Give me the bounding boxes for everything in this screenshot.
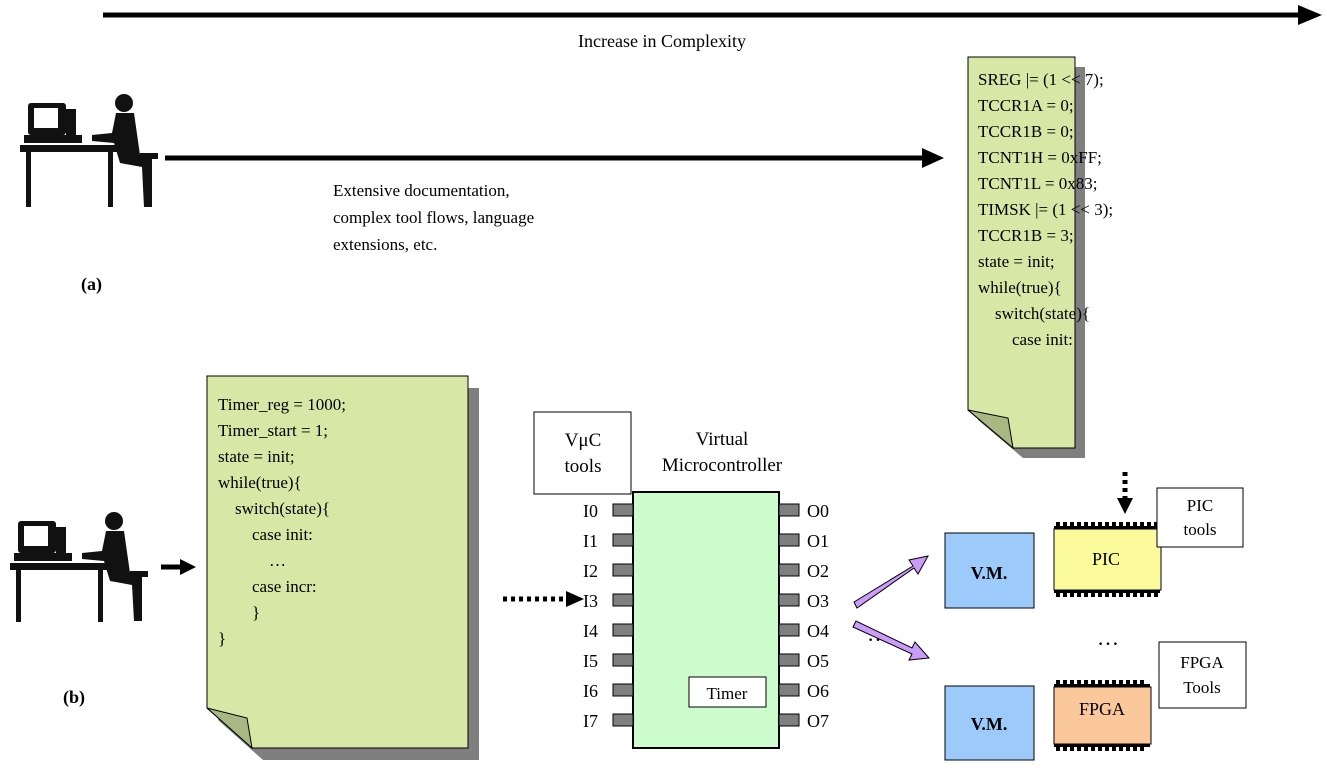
code-b-line: Timer_start = 1; — [218, 421, 328, 440]
output-pin-label: O0 — [807, 501, 829, 521]
code-b-line: switch(state){ — [218, 499, 330, 518]
input-pin-label: I6 — [583, 681, 598, 701]
code-paper-a — [967, 56, 1085, 458]
panel-label-a: (a) — [81, 274, 102, 295]
input-pin-label: I7 — [583, 711, 598, 731]
output-pin-label: O6 — [807, 681, 829, 701]
output-pin — [778, 503, 800, 517]
input-pin-label: I3 — [583, 591, 598, 611]
code-a-line: TCCR1B = 3; — [978, 226, 1074, 245]
pic-chip-label: PIC — [1092, 549, 1120, 569]
purple-arrow-down — [852, 620, 931, 661]
output-pin-label: O7 — [807, 711, 829, 731]
timer-box — [688, 676, 767, 708]
output-pin — [778, 533, 800, 547]
purple-arrow-up — [853, 555, 929, 609]
pic-tools-line1: PIC — [1187, 496, 1213, 515]
input-pin-label: I1 — [583, 531, 598, 551]
code-b-line: Timer_reg = 1000; — [218, 395, 346, 414]
input-pin — [612, 563, 634, 577]
mcu-title-line1: Virtual — [696, 429, 749, 450]
code-block-a: SREG |= (1 << 7); TCCR1A = 0; TCCR1B = 0; T… — [978, 70, 1113, 349]
code-a-line: SREG |= (1 << 7); — [978, 70, 1104, 89]
complexity-arrow — [103, 5, 1322, 25]
vuc-tools-line1: VμC — [565, 430, 602, 451]
vuc-tools-line2: tools — [565, 456, 602, 477]
code-a-line: TCCR1A = 0; — [978, 96, 1074, 115]
dotted-arrow-to-mcu — [503, 591, 584, 607]
output-pin-label: O1 — [807, 531, 829, 551]
programmer-icon-b — [10, 512, 148, 622]
arrow-a — [165, 148, 944, 168]
code-a-line: TIMSK |= (1 << 3); — [978, 200, 1113, 219]
pic-tools-box — [1156, 487, 1244, 548]
code-b-line: case init: — [218, 525, 313, 544]
fpga-chip — [1053, 686, 1152, 745]
input-pin-label: I2 — [583, 561, 598, 581]
code-a-line: switch(state){ — [978, 304, 1090, 323]
panel-label-b: (b) — [63, 687, 85, 708]
code-b-line: … — [218, 551, 286, 570]
vm-box-bottom — [944, 685, 1035, 761]
ellipsis-right: … — [1097, 625, 1119, 650]
code-b-line: } — [218, 603, 260, 622]
dotted-arrow-to-pic — [1117, 472, 1133, 514]
vm-label-top: V.M. — [971, 563, 1008, 583]
input-pin-label: I4 — [583, 621, 598, 641]
code-a-line: TCCR1B = 0; — [978, 122, 1074, 141]
code-a-line: TCNT1H = 0xFF; — [978, 148, 1102, 167]
input-pin — [612, 533, 634, 547]
code-b-line: case incr: — [218, 577, 317, 596]
input-pin-label: I0 — [583, 501, 598, 521]
code-block-b: Timer_reg = 1000; Timer_start = 1; state =… — [218, 395, 346, 648]
pic-chip — [1053, 528, 1162, 591]
code-a-line: state = init; — [978, 252, 1055, 271]
output-pin-label: O2 — [807, 561, 829, 581]
fpga-tools-line1: FPGA — [1180, 653, 1224, 672]
code-a-line: TCNT1L = 0x83; — [978, 174, 1097, 193]
pic-chip-pins — [1054, 522, 1160, 597]
output-pin — [778, 713, 800, 727]
input-pin — [612, 683, 634, 697]
complexity-label: Increase in Complexity — [578, 31, 746, 51]
pic-tools-line2: tools — [1183, 520, 1216, 539]
code-b-line: state = init; — [218, 447, 295, 466]
input-pin-label: I5 — [583, 651, 598, 671]
output-pin — [778, 653, 800, 667]
vm-box-top — [944, 532, 1035, 609]
code-paper-b — [206, 375, 479, 760]
vuc-tools-box: VμC tools — [533, 411, 632, 495]
output-pin — [778, 593, 800, 607]
arrow-caption-a: Extensive documentation, complex tool fl… — [333, 181, 538, 254]
vm-label-bottom: V.M. — [971, 714, 1008, 734]
mcu-pins — [612, 503, 800, 727]
input-pin — [612, 593, 634, 607]
virtual-microcontroller — [632, 491, 780, 749]
output-pin-label: O5 — [807, 651, 829, 671]
output-pin — [778, 683, 800, 697]
output-pin — [778, 563, 800, 577]
code-a-line: case init: — [978, 330, 1073, 349]
code-a-line: while(true){ — [978, 278, 1062, 297]
programmer-icon-a — [20, 94, 158, 207]
code-b-line: } — [218, 629, 226, 648]
input-pin — [612, 503, 634, 517]
output-pin-label: O4 — [807, 621, 829, 641]
output-pin — [778, 623, 800, 637]
input-pin — [612, 653, 634, 667]
code-b-line: while(true){ — [218, 473, 302, 492]
fpga-chip-label: FPGA — [1079, 699, 1125, 719]
output-pin-label: O3 — [807, 591, 829, 611]
arrow-b — [161, 559, 196, 575]
input-pin — [612, 623, 634, 637]
input-pin — [612, 713, 634, 727]
fpga-chip-pins — [1054, 680, 1150, 751]
mcu-title-line2: Microcontroller — [662, 455, 783, 476]
fpga-tools-box — [1158, 641, 1247, 709]
fpga-tools-line2: Tools — [1183, 678, 1221, 697]
timer-label: Timer — [707, 684, 748, 703]
